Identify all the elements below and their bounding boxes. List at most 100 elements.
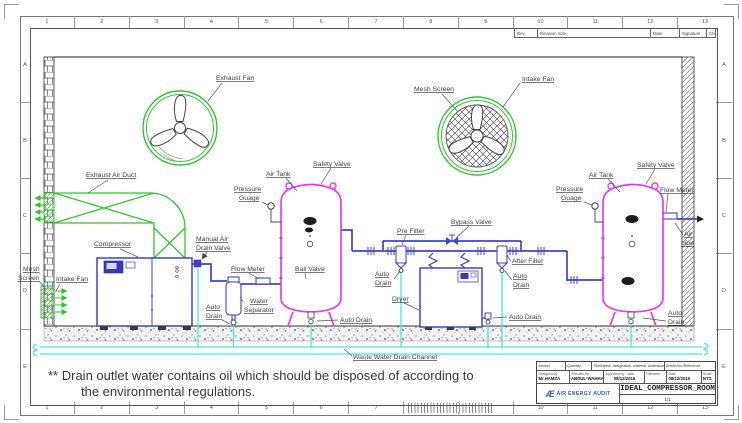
drain-note-line1: ** Drain outlet water contains oil which… <box>48 368 474 383</box>
zone-letter: D <box>716 254 732 330</box>
date-value: 08/12/2016 <box>668 375 691 381</box>
designed-by-value: Mr.HAMZA <box>538 375 561 381</box>
scale-label: Scale <box>703 371 712 376</box>
pressure-guage-1-label2: Guage <box>239 195 260 202</box>
pressure-gauge-1 <box>267 202 275 210</box>
drawing-title: IDEAL_COMPRESSOR_ROOM <box>620 385 715 395</box>
flow-meter-2-label: Flow Meter <box>660 187 694 194</box>
auto-drain-after-label: Auto <box>513 273 527 280</box>
mesh-screen-left-label: Mesh <box>23 266 40 273</box>
crop-mark <box>4 405 19 420</box>
compressor-unit <box>96 257 193 330</box>
scale-value: NTS <box>703 375 712 381</box>
scale-cell: Scale NTS <box>702 371 716 383</box>
water-separator-device <box>225 276 242 326</box>
air-pipe-label2: pipe <box>681 240 694 247</box>
drawing-title-cell: IDEAL_COMPRESSOR_ROOM 1/1 <box>620 384 715 403</box>
approved-by-value: 08/12/2016 <box>613 375 636 381</box>
crop-mark <box>724 405 739 420</box>
checked-by-cell: Checked by ABDUL-WAHHAB <box>570 371 604 383</box>
revision-header: Signature <box>680 29 707 37</box>
logo-mark-icon: Æ <box>545 388 555 399</box>
ruler-number: 13 <box>701 405 709 411</box>
dryer-label: Dryer <box>392 296 409 303</box>
ruler-number: 1 <box>20 402 75 414</box>
auto-drain-dryer-label: Auto Drain <box>509 314 541 321</box>
pre-filter-device <box>394 245 408 274</box>
ruler-number: 5 <box>239 16 295 28</box>
top-ruler: 1 2 3 4 5 6 7 8 9 10 11 12 13 <box>20 16 732 28</box>
equipment-labels: Exhaust Fan Intake Fan Mesh Screen Exhau… <box>18 75 694 361</box>
scale-ruler-ticks <box>408 403 492 413</box>
pre-filter-label: Pre Filter <box>397 228 425 235</box>
dryer-drain-valve <box>484 312 492 320</box>
auto-drain-tank2-label: Auto <box>668 310 682 317</box>
title-block-bottom-row: Æ AIR ENERGY AUDIT IDEAL_COMPRESSOR_ROOM… <box>537 384 715 403</box>
exhaust-air-duct-shape <box>34 192 186 259</box>
zone-letter: A <box>716 28 732 104</box>
zone-letter: B <box>716 103 732 179</box>
crop-mark <box>4 4 19 19</box>
water-separator-label: Water <box>250 298 269 305</box>
tank2-drain-valve <box>627 311 635 319</box>
mesh-screen-top-label: Mesh Screen <box>414 86 454 93</box>
dryer-unit <box>419 267 492 330</box>
ruler-number: 3 <box>130 16 185 28</box>
ruler-number: 12 <box>623 402 679 414</box>
exhaust-fan-icon <box>142 90 218 166</box>
ruler-number: 11 <box>568 402 624 414</box>
manual-air-drain-label: Manual Air <box>196 236 229 243</box>
intake-fan-icon <box>437 96 517 176</box>
water-separator-label2: Separator <box>244 307 275 314</box>
after-filter-device <box>495 245 509 274</box>
title-name-header: Title/Name, designation, material, dimen… <box>593 362 665 370</box>
ruler-number: 8 <box>404 16 459 28</box>
date-cell: Date 08/12/2016 <box>667 371 702 383</box>
flow-meter-1-device <box>255 277 271 285</box>
air-tank-1-label: Air Tank <box>266 171 291 178</box>
zone-letter: E <box>23 363 27 370</box>
ruler-number: 10 <box>514 16 569 28</box>
room-structure <box>43 56 695 342</box>
company-logo: Æ AIR ENERGY AUDIT <box>537 384 620 403</box>
title-block-header-row: Itemref Quantity Title/Name, designation… <box>537 362 715 371</box>
revision-header: Revision note <box>538 29 651 37</box>
ruler-number: 4 <box>185 402 240 414</box>
inner-frame <box>30 28 718 406</box>
checked-by-label: Checked by <box>571 371 589 376</box>
article-no-header: Article No./Reference <box>666 364 701 368</box>
pressure-guage-2-label: Pressure <box>556 186 583 193</box>
ruler-number: 1 <box>20 16 75 28</box>
ruler-number: 4 <box>185 16 240 28</box>
ruler-number: 3 <box>130 402 185 414</box>
ruler-number: 9 <box>459 16 514 28</box>
auto-drain-tank1-label: Auto Drain <box>340 317 372 324</box>
logo-text: AIR ENERGY AUDIT <box>556 390 611 397</box>
filename-cell: Filename <box>645 371 667 383</box>
air-piping <box>192 218 697 319</box>
air-tank-2-vessel <box>591 182 664 327</box>
auto-drain-after-label2: Drain <box>513 282 529 289</box>
waste-channel-label: Waste Water Drain Channel <box>353 354 438 361</box>
designed-by-cell: Designed by Mr.HAMZA <box>537 371 570 383</box>
zone-letter: C <box>716 179 732 255</box>
auto-drain-pre-label: Auto <box>375 271 389 278</box>
bypass-valve-label: Bypass Valve <box>451 219 492 226</box>
crop-mark <box>724 4 739 19</box>
drain-note: ** Drain outlet water contains oil which… <box>48 368 548 401</box>
ruler-number: 11 <box>568 16 624 28</box>
tank1-drain-valve <box>307 311 315 319</box>
pressure-guage-2-label2: Guage <box>561 195 582 202</box>
ruler-number: 6 <box>294 16 350 28</box>
ruler-number: 13 <box>701 19 709 25</box>
zone-letter: B <box>20 103 30 179</box>
revision-header: Checked <box>709 30 715 36</box>
ball-valve-label: Ball Valve <box>295 266 325 273</box>
itemref-header: Itemref <box>537 362 566 370</box>
air-pipe-label: Air <box>684 231 693 238</box>
sheet-number: 1/1 <box>664 396 671 402</box>
zone-letter: E <box>722 363 726 370</box>
quantity-header: Quantity <box>566 362 592 370</box>
bypass-valve-device <box>446 234 458 245</box>
